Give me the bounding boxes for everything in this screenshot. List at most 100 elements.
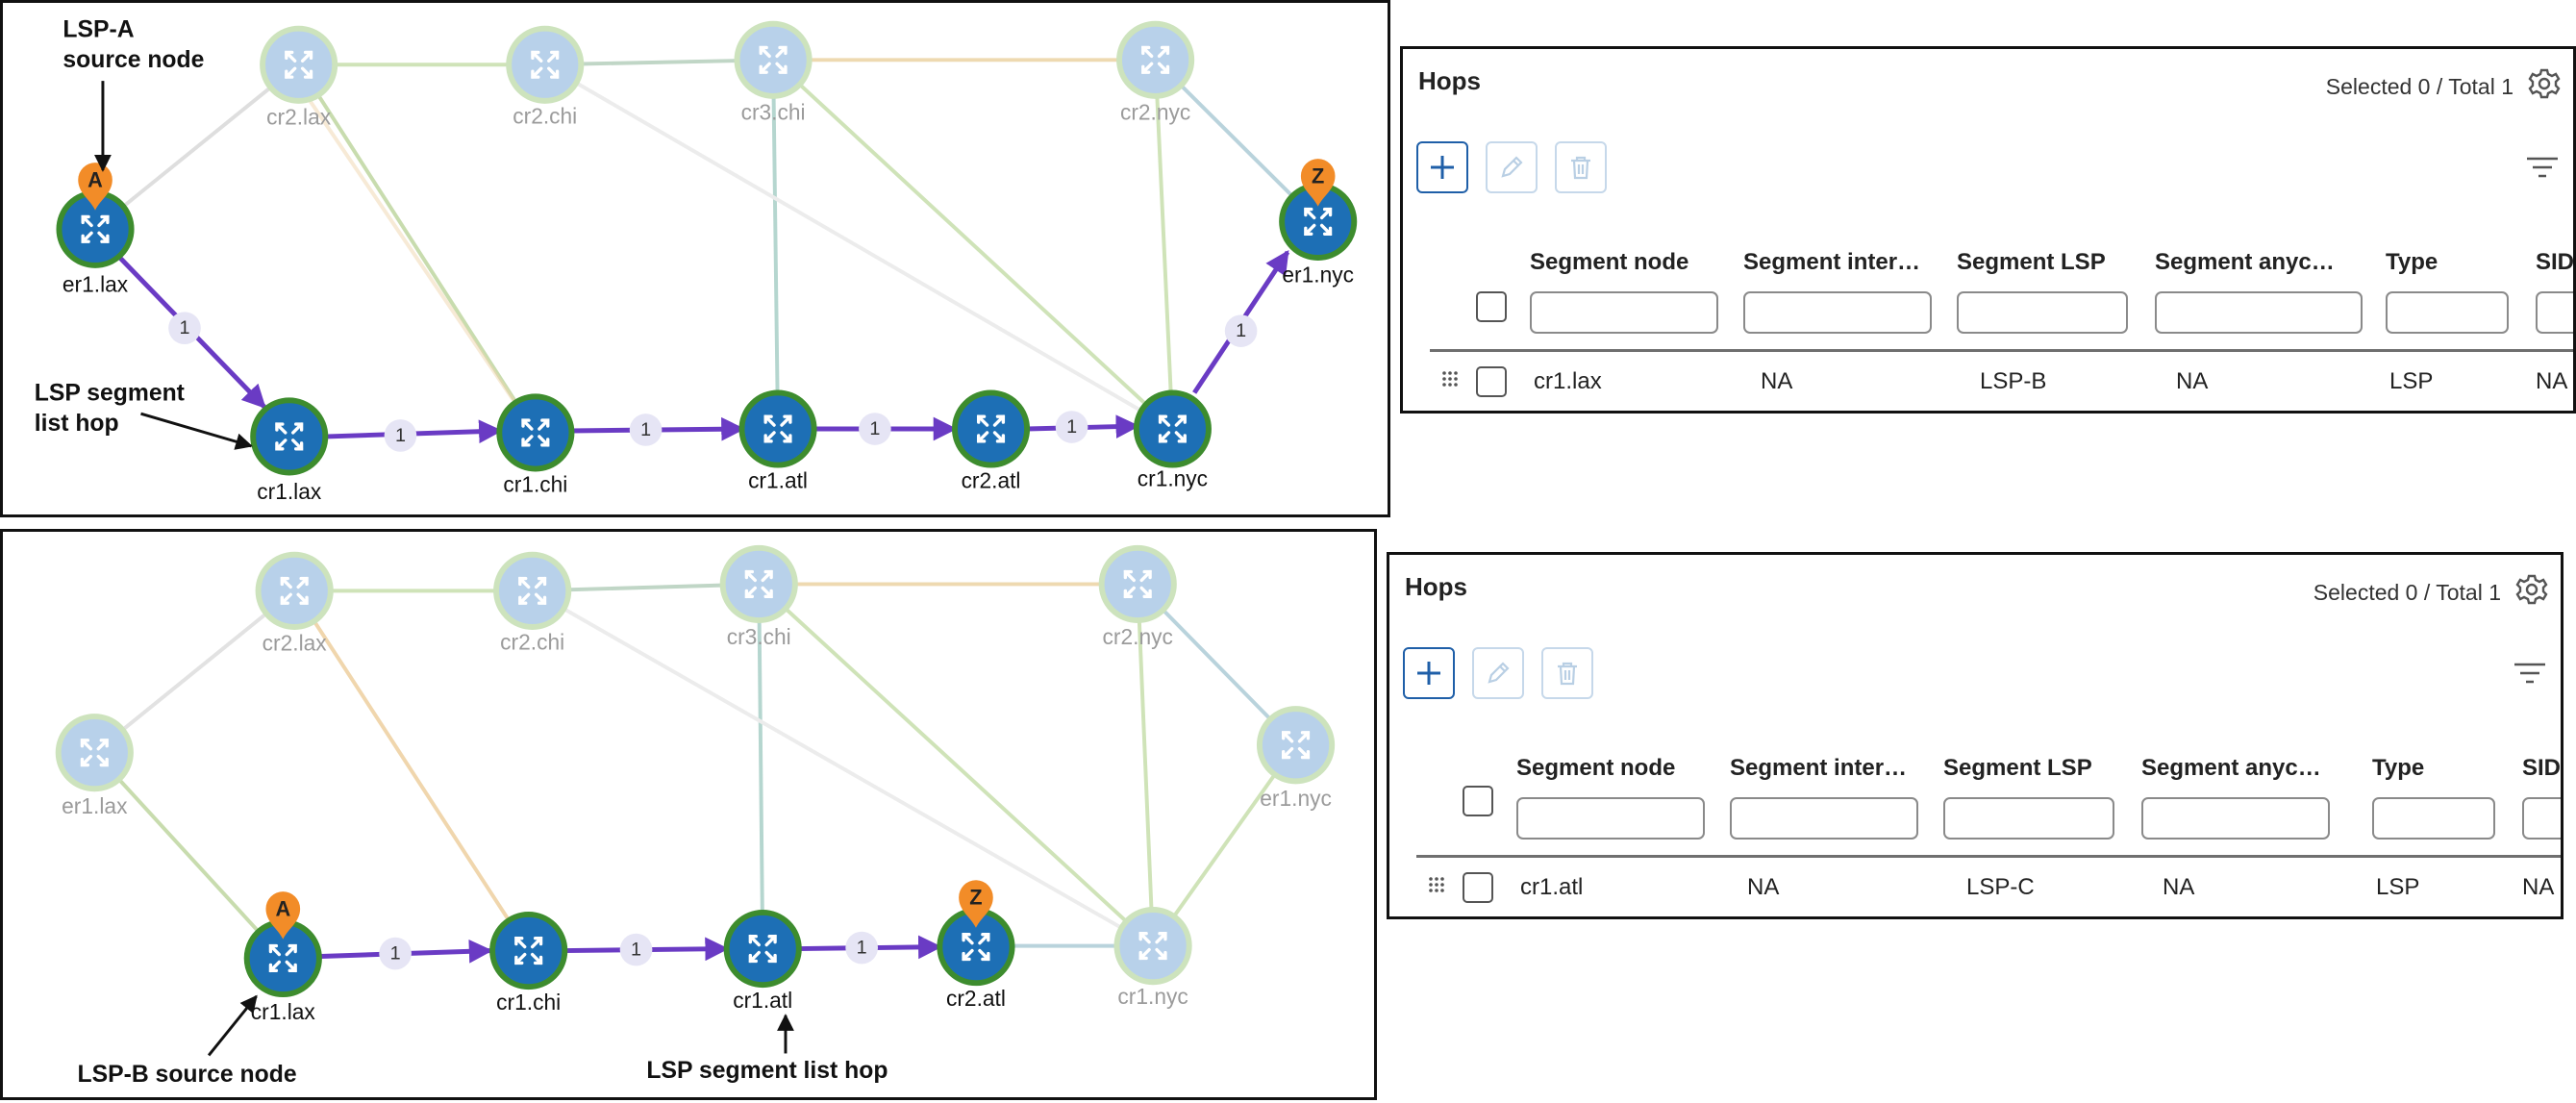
svg-text:1: 1 xyxy=(857,938,867,959)
background-links xyxy=(93,58,1320,435)
node-cr2lax[interactable] xyxy=(260,25,338,104)
filter-input-segment-lsp[interactable] xyxy=(1957,291,2128,334)
node-label: cr2.lax xyxy=(266,105,332,130)
node-label: cr1.atl xyxy=(733,988,792,1013)
edit-hop-button[interactable] xyxy=(1472,647,1524,699)
svg-text:1: 1 xyxy=(869,418,880,439)
node-cr2nyc[interactable] xyxy=(1116,20,1195,99)
node-label: er1.nyc xyxy=(1282,263,1354,288)
filter-icon[interactable] xyxy=(2525,155,2560,182)
annotation-seg: LSP segment list hop xyxy=(646,1058,888,1084)
filter-input-sid[interactable] xyxy=(2522,797,2561,840)
node-cr2nyc[interactable] xyxy=(1098,544,1177,624)
column-header-segment-anycast[interactable]: Segment anyc… xyxy=(2141,755,2321,781)
column-header-segment-anycast[interactable]: Segment anyc… xyxy=(2155,249,2335,275)
filter-input-segment-node[interactable] xyxy=(1530,291,1718,334)
node-label: cr1.nyc xyxy=(1117,984,1188,1009)
node-cr1atl[interactable] xyxy=(738,389,817,468)
node-cr2chi[interactable] xyxy=(493,551,572,630)
hop-label: 1 xyxy=(619,933,653,966)
hop-label: 1 xyxy=(384,419,417,452)
gear-icon[interactable] xyxy=(2514,572,2549,607)
drag-handle-icon[interactable] xyxy=(1428,876,1445,899)
column-header-segment-interface[interactable]: Segment inter… xyxy=(1730,755,1908,781)
node-cr1chi[interactable] xyxy=(496,393,575,472)
column-header-segment-node[interactable]: Segment node xyxy=(1530,249,1689,275)
column-header-segment-lsp[interactable]: Segment LSP xyxy=(1957,249,2106,275)
node-er1nyc[interactable] xyxy=(1256,706,1336,785)
topology-canvas-bottom: 1 1 1 cr2.lax cr2.chi cr3.chi cr2.nyc er… xyxy=(55,544,1336,1088)
cell-type: LSP xyxy=(2389,368,2434,394)
filter-input-segment-anycast[interactable] xyxy=(2155,291,2363,334)
node-label: cr2.chi xyxy=(513,104,577,129)
annotation-seg-line2: list hop xyxy=(35,411,119,437)
filter-input-type[interactable] xyxy=(2386,291,2509,334)
filter-input-segment-interface[interactable] xyxy=(1730,797,1918,840)
cell-segment-anycast: NA xyxy=(2163,874,2195,900)
node-label: cr2.atl xyxy=(946,986,1006,1011)
edit-hop-button[interactable] xyxy=(1486,141,1538,193)
hop-labels-top: 1 1 1 1 1 1 xyxy=(168,312,1258,452)
node-label: er1.lax xyxy=(63,272,129,297)
svg-text:Z: Z xyxy=(1312,163,1324,188)
node-cr2chi[interactable] xyxy=(506,25,585,104)
node-cr1atl[interactable] xyxy=(723,909,802,989)
cell-sid: NA xyxy=(2536,368,2568,394)
filter-icon[interactable] xyxy=(2513,661,2547,688)
header-divider xyxy=(1430,349,2573,352)
node-cr1chi[interactable] xyxy=(489,911,568,990)
node-cr1nyc[interactable] xyxy=(1113,907,1192,986)
delete-hop-button[interactable] xyxy=(1541,647,1593,699)
filter-input-segment-anycast[interactable] xyxy=(2141,797,2330,840)
hop-label: 1 xyxy=(1224,314,1258,347)
cell-segment-lsp: LSP-B xyxy=(1980,368,2047,394)
node-er1lax[interactable] xyxy=(55,714,134,792)
add-hop-button[interactable] xyxy=(1403,647,1455,699)
gear-icon[interactable] xyxy=(2527,66,2562,101)
cell-segment-interface: NA xyxy=(1761,368,1793,394)
column-header-type[interactable]: Type xyxy=(2386,249,2438,275)
column-header-segment-node[interactable]: Segment node xyxy=(1516,755,1676,781)
column-header-sid[interactable]: SID xyxy=(2522,755,2562,781)
node-cr3chi[interactable] xyxy=(734,20,813,99)
annotation-seg-line1: LSP segment xyxy=(35,380,185,406)
filter-input-segment-lsp[interactable] xyxy=(1943,797,2114,840)
row-checkbox[interactable] xyxy=(1476,366,1507,397)
filter-input-segment-node[interactable] xyxy=(1516,797,1705,840)
hop-label: 1 xyxy=(845,931,878,965)
node-cr1nyc[interactable] xyxy=(1133,389,1212,468)
node-label: er1.lax xyxy=(62,793,128,818)
svg-text:1: 1 xyxy=(1066,416,1077,438)
column-header-type[interactable]: Type xyxy=(2372,755,2425,781)
cell-type: LSP xyxy=(2376,874,2420,900)
cell-segment-interface: NA xyxy=(1747,874,1780,900)
filter-input-segment-interface[interactable] xyxy=(1743,291,1932,334)
select-all-checkbox[interactable] xyxy=(1463,786,1493,816)
svg-text:1: 1 xyxy=(1236,320,1246,341)
panel-title: Hops xyxy=(1418,66,1481,95)
map-pin-icon: A xyxy=(265,891,301,940)
delete-hop-button[interactable] xyxy=(1555,141,1607,193)
node-cr3chi[interactable] xyxy=(719,544,798,624)
node-label: cr3.chi xyxy=(727,624,791,649)
node-label: cr1.lax xyxy=(257,479,322,504)
filter-input-type[interactable] xyxy=(2372,797,2495,840)
topology-canvas-top: 1 1 1 1 1 1 cr2.lax cr2.chi cr3.chi cr2.… xyxy=(35,17,1358,504)
map-pin-icon: Z xyxy=(1300,159,1336,207)
plus-icon xyxy=(1431,156,1454,179)
hop-labels-bottom: 1 1 1 xyxy=(379,931,878,970)
add-hop-button[interactable] xyxy=(1416,141,1468,193)
row-checkbox[interactable] xyxy=(1463,872,1493,903)
column-header-segment-interface[interactable]: Segment inter… xyxy=(1743,249,1921,275)
node-cr2lax[interactable] xyxy=(255,551,334,630)
node-label: cr2.nyc xyxy=(1103,624,1173,649)
column-header-sid[interactable]: SID xyxy=(2536,249,2575,275)
cell-segment-lsp: LSP-C xyxy=(1966,874,2035,900)
drag-handle-icon[interactable] xyxy=(1441,370,1459,393)
filter-input-sid[interactable] xyxy=(2536,291,2573,334)
selection-count: Selected 0 / Total 1 xyxy=(2313,580,2501,605)
select-all-checkbox[interactable] xyxy=(1476,291,1507,322)
column-header-segment-lsp[interactable]: Segment LSP xyxy=(1943,755,2092,781)
node-cr1lax[interactable] xyxy=(250,397,329,476)
node-cr2atl[interactable] xyxy=(951,389,1031,468)
